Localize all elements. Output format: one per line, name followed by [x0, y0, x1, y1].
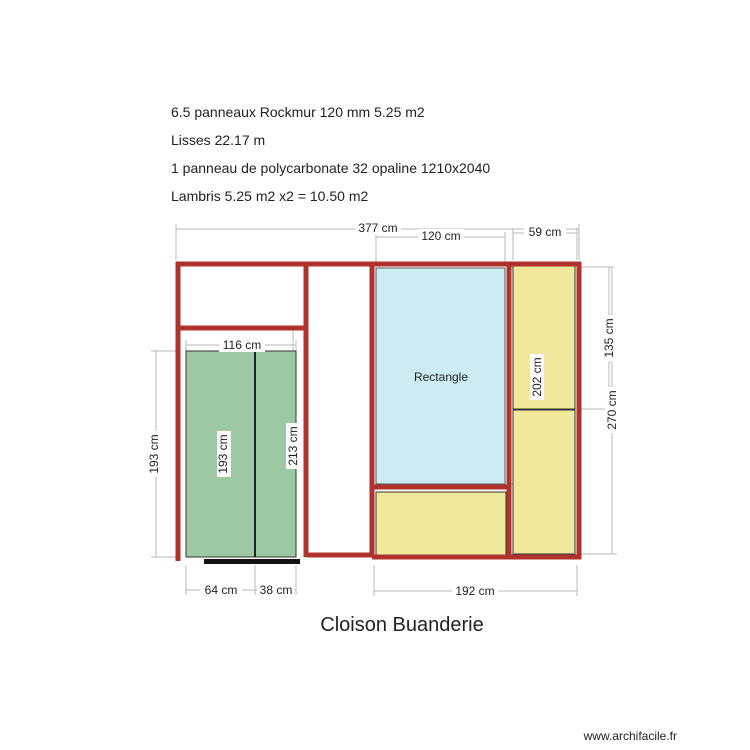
- dim-bottom-right: 192 cm: [455, 584, 494, 598]
- dim-total-width: 377 cm: [358, 221, 397, 235]
- dim-door-width: 116 cm: [223, 338, 261, 352]
- lambris-panel-bottom-right: [512, 409, 576, 555]
- dim-right-inner-height: 202 cm: [530, 357, 544, 396]
- polycarbonate-panel: [375, 267, 506, 485]
- dim-mid-height: 213 cm: [286, 426, 300, 465]
- dim-bottom-mid: 38 cm: [260, 583, 293, 597]
- dim-right-width: 59 cm: [529, 225, 562, 239]
- note-rockmur: 6.5 panneaux Rockmur 120 mm 5.25 m2: [171, 104, 425, 120]
- note-polycarbonate: 1 panneau de polycarbonate 32 opaline 12…: [171, 160, 491, 176]
- dim-rect-width: 120 cm: [421, 229, 460, 243]
- note-lambris: Lambris 5.25 m2 x2 = 10.50 m2: [171, 188, 369, 204]
- plan-title: Cloison Buanderie: [320, 614, 484, 636]
- note-lisses: Lisses 22.17 m: [171, 132, 266, 148]
- frame-studs: [175, 261, 582, 561]
- rectangle-label: Rectangle: [414, 370, 468, 384]
- dimension-texts: 377 cm 120 cm 59 cm 116 cm 193 cm 193 cm…: [147, 221, 619, 598]
- dim-door-height: 193 cm: [216, 434, 230, 473]
- dim-left-height: 193 cm: [147, 434, 161, 473]
- dim-total-height: 270 cm: [605, 390, 619, 429]
- lambris-panel-bottom: [375, 491, 507, 556]
- dim-top-right-height: 135 cm: [602, 318, 616, 357]
- credit-link[interactable]: www.archifacile.fr: [583, 729, 677, 743]
- door-threshold: [204, 559, 300, 564]
- dim-bottom-left: 64 cm: [205, 583, 238, 597]
